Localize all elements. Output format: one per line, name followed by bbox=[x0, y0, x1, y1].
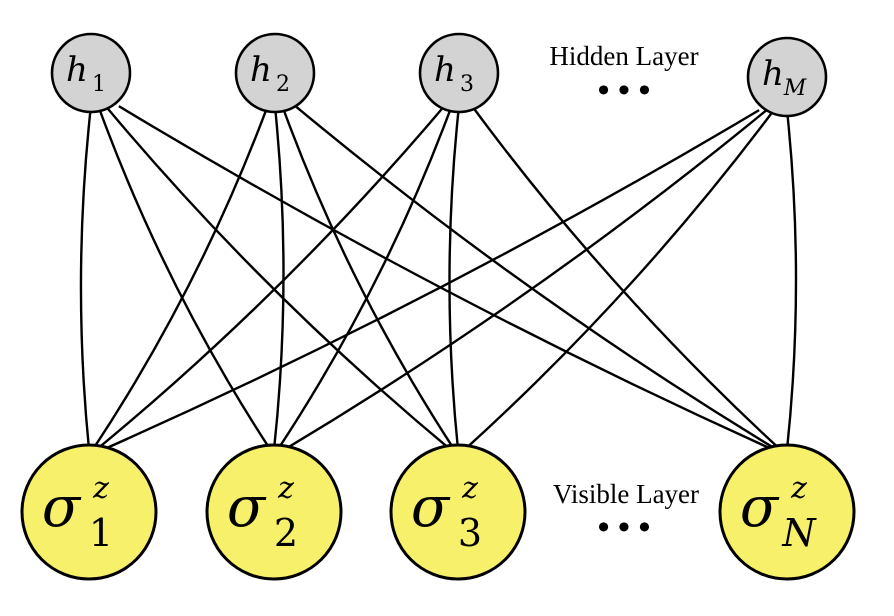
visible-node-circle-sN bbox=[718, 443, 856, 581]
h3-label-sub: 3 bbox=[460, 72, 474, 97]
edge-h3-s2 bbox=[276, 105, 453, 451]
s1-label-sup: z bbox=[92, 471, 109, 506]
s3-label-sub: 3 bbox=[458, 511, 482, 555]
edge-group bbox=[79, 105, 798, 451]
h2-label-sub: 2 bbox=[276, 72, 290, 97]
sN-label-sup: z bbox=[790, 471, 807, 506]
visible-layer-label: Visible Layer bbox=[553, 479, 699, 509]
hidden-node-circle-h1 bbox=[50, 32, 132, 114]
s2-label-sup: z bbox=[277, 471, 294, 506]
edge-h3-s3 bbox=[448, 106, 461, 450]
edge-h3-sN bbox=[471, 105, 782, 451]
s3-label-sup: z bbox=[461, 471, 478, 506]
edge-hM-s2 bbox=[283, 109, 768, 451]
hidden-node-circle-hM bbox=[746, 36, 828, 118]
s2-label-base: σ bbox=[227, 475, 267, 540]
sN-label-base: σ bbox=[740, 475, 780, 540]
s1-label-sub: 1 bbox=[89, 511, 113, 555]
edge-hM-sN bbox=[785, 110, 798, 450]
h1-label-base: h bbox=[66, 50, 88, 90]
visible-layer-ellipsis: • • • bbox=[598, 509, 651, 546]
visible-node-circle-s3 bbox=[389, 443, 527, 581]
hidden-layer-label: Hidden Layer bbox=[549, 41, 698, 71]
edge-h2-s3 bbox=[281, 105, 456, 451]
hM-label-base: h bbox=[762, 54, 784, 94]
visible-node-circle-s1 bbox=[20, 443, 158, 581]
visible-node-circle-s2 bbox=[205, 443, 343, 581]
hidden-layer-ellipsis: • • • bbox=[598, 72, 651, 109]
edge-h3-s1 bbox=[95, 105, 446, 451]
edge-h2-sN bbox=[294, 105, 778, 451]
edge-h1-s3 bbox=[104, 105, 452, 451]
edge-h2-s2 bbox=[272, 106, 285, 450]
h1-label-sub: 1 bbox=[92, 72, 106, 97]
hidden-node-circle-h2 bbox=[234, 32, 316, 114]
s2-label-sub: 2 bbox=[274, 511, 298, 555]
edge-h2-s1 bbox=[91, 105, 269, 451]
h2-label-base: h bbox=[250, 50, 272, 90]
edge-h1-s2 bbox=[97, 105, 272, 451]
edge-hM-s3 bbox=[463, 109, 775, 451]
s1-label-base: σ bbox=[42, 475, 82, 540]
edge-hM-s1 bbox=[102, 109, 760, 451]
s3-label-base: σ bbox=[411, 475, 451, 540]
hidden-node-circle-h3 bbox=[418, 32, 500, 114]
hM-label-sub: M bbox=[783, 76, 807, 101]
edge-h1-s1 bbox=[79, 106, 93, 450]
h3-label-base: h bbox=[434, 50, 456, 90]
sN-label-sub: N bbox=[781, 511, 817, 555]
